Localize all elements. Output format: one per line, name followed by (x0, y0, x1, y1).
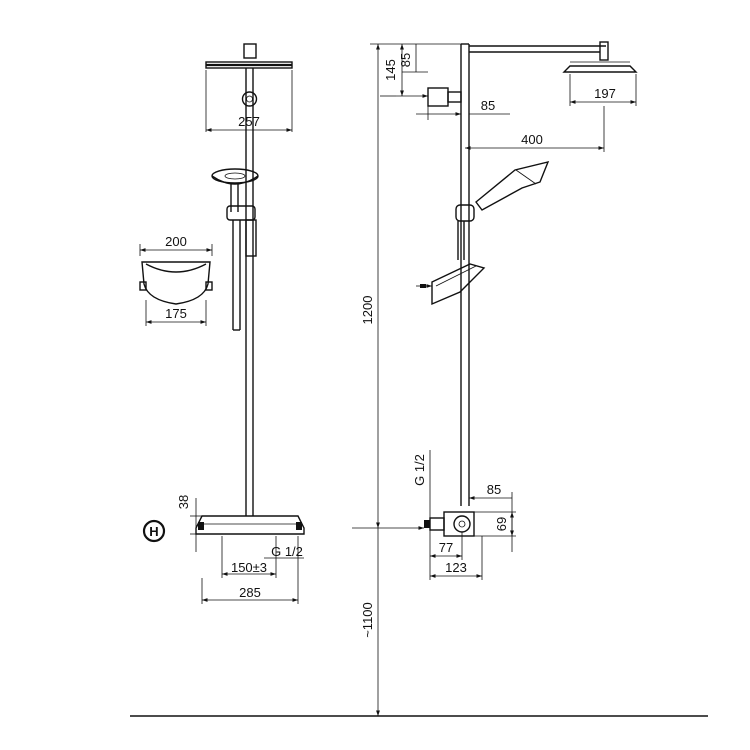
shelf-side (416, 263, 486, 306)
top-horizontal-dimensions: 197 85 400 (416, 74, 637, 152)
dim-inlet-side: G 1/2 (412, 454, 427, 486)
dim-floor-height: ~1100 (360, 602, 375, 638)
dim-valve-top: 85 (487, 482, 501, 497)
dim-valve-depth-small: 77 (439, 540, 453, 555)
thermostat-side (352, 511, 475, 537)
thermostat-front: 38 G 1/2 150±3 285 (176, 495, 305, 604)
dim-arm-height: 145 (383, 59, 398, 81)
hand-shower-front (211, 168, 259, 331)
dim-arm-offset: 85 (398, 53, 413, 67)
dim-shelf-top: 200 (165, 234, 187, 249)
dim-valve-height: 69 (494, 517, 509, 531)
shower-arm-side (469, 41, 638, 73)
hand-shower-side (455, 160, 550, 260)
dim-column-height: 1200 (360, 296, 375, 325)
dim-valve-depth-large: 123 (445, 560, 467, 575)
dim-inlet-front: G 1/2 (271, 544, 303, 559)
dim-thermostat-height: 38 (176, 495, 191, 509)
wall-bracket-side (380, 87, 462, 107)
hot-water-letter: H (149, 524, 158, 539)
dim-inlet-spacing: 150±3 (231, 560, 267, 575)
front-view: 257 200 (139, 43, 305, 604)
dim-arm-length: 400 (521, 132, 543, 147)
overhead-shower-front: 257 (205, 43, 293, 132)
column-side (460, 43, 470, 506)
dim-thermostat-width: 285 (239, 585, 261, 600)
hot-water-symbol: H (142, 519, 166, 543)
dim-shelf-bottom: 175 (165, 306, 187, 321)
side-view: 1200 ~1100 145 85 197 85 400 (352, 41, 638, 716)
height-dimensions: 1200 ~1100 145 85 (360, 43, 461, 716)
dim-overhead-depth: 197 (594, 86, 616, 101)
shelf-front: 200 175 (139, 234, 213, 326)
valve-dimensions: G 1/2 85 69 77 123 (412, 450, 516, 580)
column-front (241, 68, 258, 516)
dim-overhead-width: 257 (238, 114, 260, 129)
dim-bracket-projection: 85 (481, 98, 495, 113)
